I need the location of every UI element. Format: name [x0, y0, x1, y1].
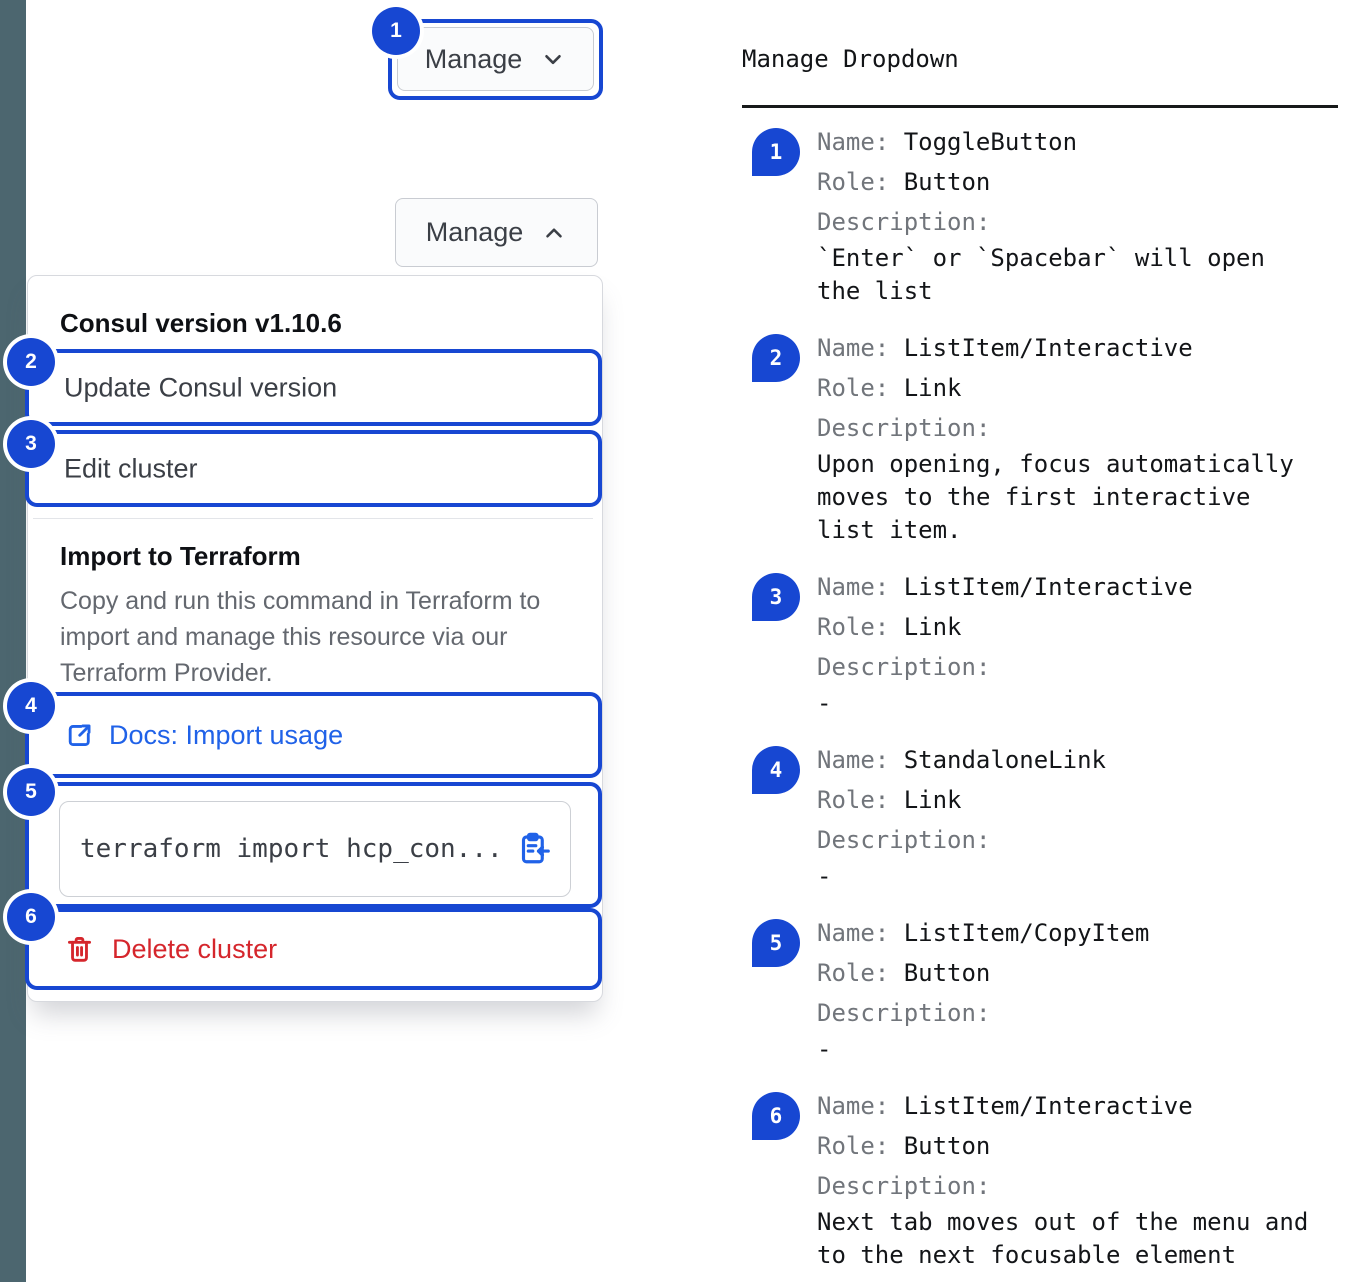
chevron-up-icon — [541, 220, 567, 246]
field-label-name: Name: — [817, 1092, 890, 1120]
annotation-box-6: 6 Delete cluster — [7, 893, 602, 990]
legend-entry-5: 5 Name: ListItem/CopyItem Role: Button Des… — [742, 913, 1338, 1066]
copy-code-button[interactable] — [516, 831, 552, 867]
entry-name: StandaloneLink — [903, 746, 1106, 774]
entry-name: ListItem/CopyItem — [903, 919, 1150, 947]
entry-role: Link — [903, 613, 962, 641]
annotation-box-2: 2 Update Consul version — [7, 338, 602, 426]
entry-name: ListItem/Interactive — [903, 1092, 1193, 1120]
annotation-box-3: 3 Edit cluster — [7, 420, 602, 507]
legend-badge-2: 2 — [752, 334, 800, 382]
field-label-name: Name: — [817, 919, 890, 947]
entry-role: Link — [903, 374, 962, 402]
manage-button-label: Manage — [425, 217, 524, 247]
field-label-description: Description: — [817, 414, 991, 442]
field-label-description: Description: — [817, 208, 991, 236]
field-label-description: Description: — [817, 1172, 991, 1200]
field-label-name: Name: — [817, 746, 890, 774]
field-label-role: Role: — [817, 613, 890, 641]
field-label-name: Name: — [817, 128, 890, 156]
annotation-badge-3: 3 — [7, 420, 55, 468]
annotation-badge-2: 2 — [7, 338, 55, 386]
legend-divider — [742, 105, 1338, 108]
annotation-box-4: 4 Docs: Import usage — [7, 682, 602, 778]
docs-import-usage-label: Docs: Import usage — [109, 719, 344, 750]
legend-entry-2: 2 Name: ListItem/Interactive Role: Link De… — [742, 328, 1338, 547]
legend-panel: Manage Dropdown 1 Name: ToggleButton Role… — [742, 44, 1338, 1282]
legend-entry-1: 1 Name: ToggleButton Role: Button Descript… — [742, 122, 1338, 308]
entry-role: Button — [903, 168, 991, 196]
entry-description: `Enter` or `Spacebar` will open the list — [817, 244, 1265, 305]
entry-name: ListItem/Interactive — [903, 573, 1193, 601]
terraform-import-code-field: terraform import hcp_con... — [59, 801, 571, 897]
delete-cluster-label: Delete cluster — [112, 933, 278, 964]
legend-title: Manage Dropdown — [742, 45, 959, 73]
entry-name: ToggleButton — [903, 128, 1078, 156]
annotation-box-1: 1 Manage — [372, 7, 603, 100]
legend-badge-6: 6 — [752, 1092, 800, 1140]
field-label-description: Description: — [817, 826, 991, 854]
legend-entry-3: 3 Name: ListItem/Interactive Role: Link De… — [742, 567, 1338, 720]
annotation-badge-4: 4 — [7, 682, 55, 730]
field-label-name: Name: — [817, 573, 890, 601]
legend-badge-4: 4 — [752, 746, 800, 794]
entry-name: ListItem/Interactive — [903, 334, 1193, 362]
legend-entry-6: 6 Name:ListItem/Interactive Role:Button … — [742, 1086, 1338, 1272]
legend-badge-3: 3 — [752, 573, 800, 621]
terraform-import-code: terraform import hcp_con... — [80, 834, 503, 864]
entry-role: Button — [903, 1132, 991, 1160]
menu-item-edit-cluster[interactable]: Edit cluster — [64, 453, 198, 483]
field-label-description: Description: — [817, 999, 991, 1027]
entry-description: Next tab moves out of the menu and to th… — [817, 1208, 1309, 1269]
consul-version-header: Consul version v1.10.6 — [60, 308, 342, 338]
annotation-badge-1: 1 — [372, 7, 420, 55]
field-label-role: Role: — [817, 959, 890, 987]
field-label-name: Name: — [817, 334, 890, 362]
field-label-role: Role: — [817, 1132, 890, 1160]
entry-description: - — [817, 689, 832, 717]
trash-icon — [64, 934, 95, 965]
field-label-role: Role: — [817, 374, 890, 402]
manage-toggle-button-collapsed[interactable]: Manage — [397, 27, 594, 91]
entry-description: - — [817, 862, 832, 890]
menu-item-update-consul-version[interactable]: Update Consul version — [64, 372, 338, 402]
delete-cluster-item[interactable]: Delete cluster — [64, 912, 277, 986]
entry-role: Link — [903, 786, 962, 814]
legend-entry-4: 4 Name: StandaloneLink Role: Link Descript… — [742, 740, 1338, 893]
entry-role: Button — [903, 959, 991, 987]
entry-description: Upon opening, focus automatically moves … — [817, 450, 1294, 544]
entry-description: - — [817, 1035, 832, 1063]
legend-badge-1: 1 — [752, 128, 800, 176]
external-link-icon — [64, 720, 95, 751]
field-label-description: Description: — [817, 653, 991, 681]
docs-import-usage-link[interactable]: Docs: Import usage — [64, 696, 343, 774]
manage-button-label: Manage — [424, 43, 523, 74]
import-to-terraform-header: Import to Terraform — [60, 541, 301, 571]
clipboard-copy-icon — [516, 831, 552, 867]
annotation-badge-5: 5 — [7, 768, 55, 816]
field-label-role: Role: — [817, 786, 890, 814]
manage-toggle-button-expanded[interactable]: Manage — [395, 198, 598, 267]
annotation-badge-6: 6 — [7, 893, 55, 941]
chevron-down-icon — [540, 46, 566, 72]
legend-badge-5: 5 — [752, 919, 800, 967]
menu-divider — [33, 518, 593, 519]
import-to-terraform-description: Copy and run this command in Terraform t… — [60, 587, 541, 687]
sidebar-strip — [0, 0, 26, 1282]
annotation-box-5: 5 terraform import hcp_con... — [7, 768, 602, 908]
field-label-role: Role: — [817, 168, 890, 196]
